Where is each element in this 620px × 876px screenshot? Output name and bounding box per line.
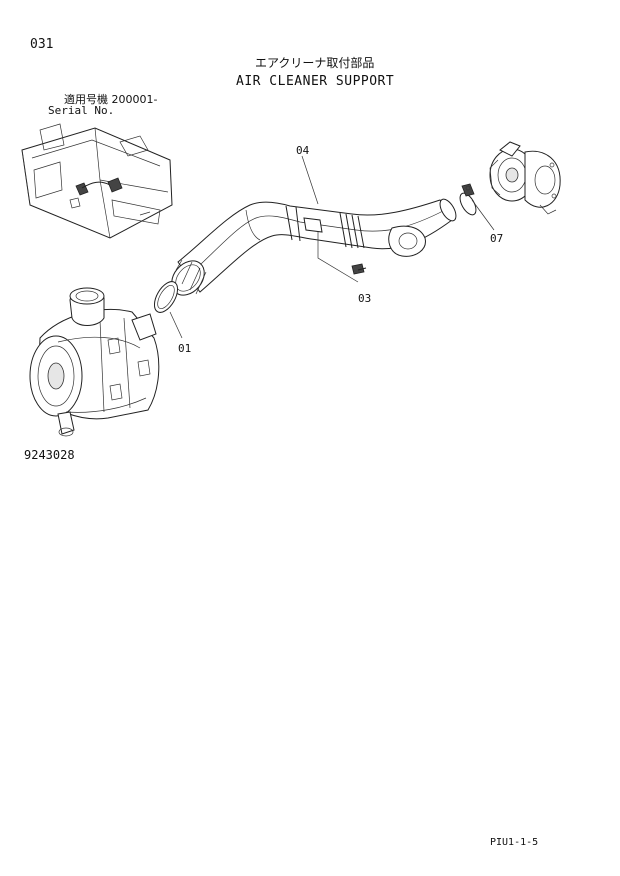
turbocharger-illustration xyxy=(489,141,561,215)
callout-04: 04 xyxy=(296,144,310,157)
leader-lines xyxy=(169,155,495,339)
page-number: 031 xyxy=(30,37,54,52)
intake-pipe-04 xyxy=(171,198,457,296)
figure-number: 9243028 xyxy=(24,448,75,462)
engine-overview-illustration xyxy=(21,123,173,239)
serial-label-english: Serial No. xyxy=(48,104,115,117)
hose-clamp-07 xyxy=(459,183,477,216)
title-english: AIR CLEANER SUPPORT xyxy=(236,74,395,89)
bolt-03 xyxy=(351,263,367,275)
callout-03: 03 xyxy=(358,292,371,305)
title-japanese: エアクリーナ取付部品 xyxy=(255,56,375,70)
callout-01: 01 xyxy=(178,342,191,355)
air-cleaner-illustration xyxy=(29,287,160,437)
serial-label-japanese: 適用号機 200001- xyxy=(64,93,158,106)
ring-01 xyxy=(153,281,179,313)
callout-07: 07 xyxy=(490,232,503,245)
footer-code: PIU1-1-5 xyxy=(490,837,539,848)
